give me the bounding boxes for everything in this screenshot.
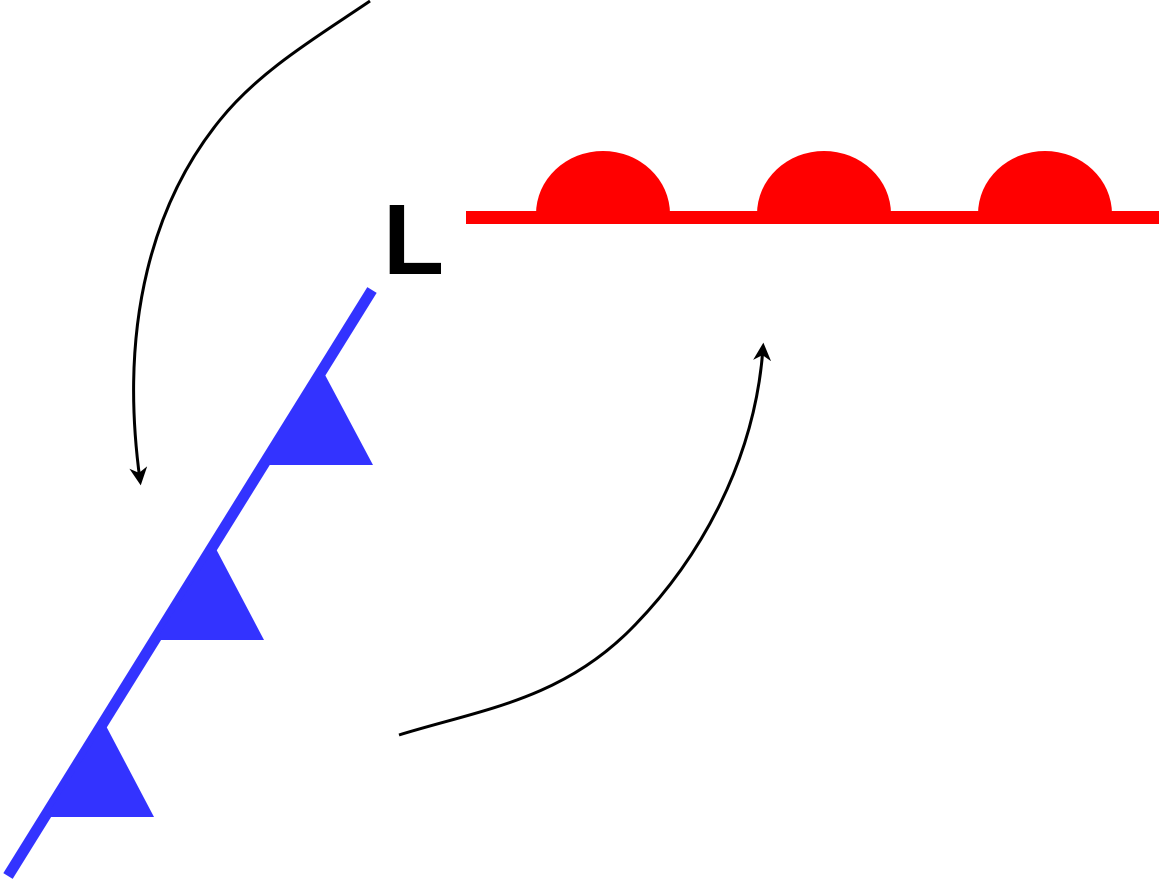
airflow-arrow-descending (129, 0, 371, 486)
warm-front (466, 151, 1159, 224)
cold-front-triangle-icon (265, 373, 373, 465)
cold-front-triangle-icon (156, 547, 264, 640)
cold-front-line (3, 287, 377, 879)
warm-front-line (466, 211, 1159, 224)
cold-front-triangle-icon (46, 724, 154, 817)
cold-front (3, 287, 377, 879)
warm-front-semicircle-icon (536, 151, 670, 214)
airflow-arrow-ascending (398, 342, 772, 737)
low-pressure-label: L (383, 184, 444, 296)
warm-front-semicircle-icon (757, 151, 891, 214)
warm-front-semicircle-icon (978, 151, 1112, 214)
